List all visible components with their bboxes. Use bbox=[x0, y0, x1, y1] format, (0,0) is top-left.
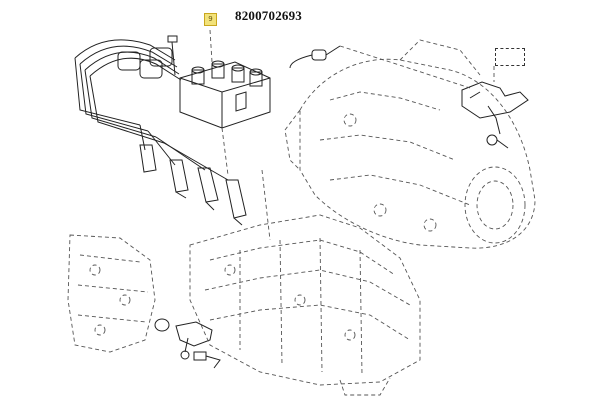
engine-block-outline bbox=[189, 214, 421, 386]
gearbox-outline bbox=[299, 58, 536, 249]
bolt-icon[interactable] bbox=[167, 35, 178, 76]
bolt-icon[interactable] bbox=[193, 351, 221, 369]
cylinder-head-outline bbox=[67, 234, 156, 353]
o-ring-icon[interactable] bbox=[154, 318, 170, 332]
item-number-badge[interactable]: 9 bbox=[204, 13, 217, 26]
ignition-coil-icon[interactable] bbox=[179, 60, 271, 129]
part-number-label: 8200702693 bbox=[235, 8, 302, 23]
reference-box bbox=[495, 48, 525, 66]
sensor-icon[interactable] bbox=[175, 321, 213, 360]
sensor-icon[interactable] bbox=[289, 45, 341, 69]
spark-plug-lead-icon[interactable] bbox=[74, 39, 247, 226]
sensor-icon[interactable] bbox=[461, 81, 529, 149]
